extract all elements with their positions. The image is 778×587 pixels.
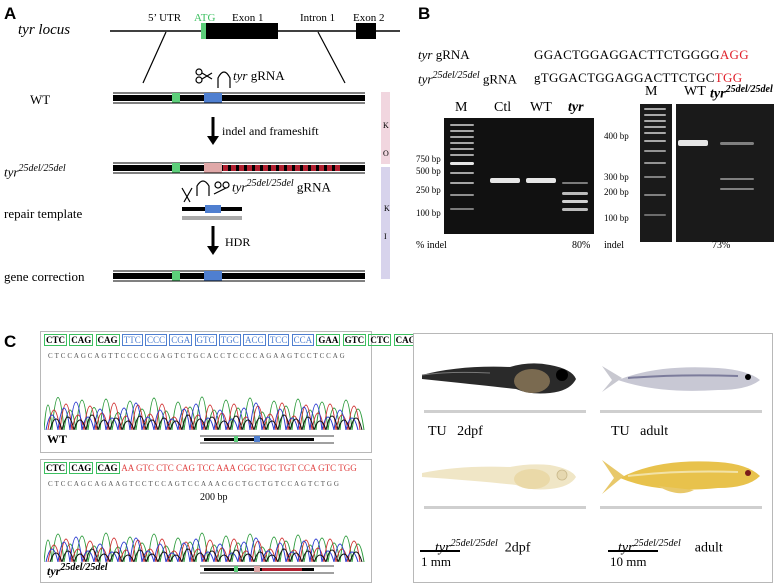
mut-base-calls: CTCCAGCAGAAGTCCTCCAGTCCAAACGCTGCTGTCCAGT… <box>48 480 341 488</box>
panel-letter-b: B <box>418 4 431 23</box>
gel1-marker-250: 250 bp <box>416 185 441 195</box>
gel1-lane-tyr: tyr <box>568 100 584 115</box>
tu-larva-image <box>421 363 576 394</box>
scissors-icon-2 <box>181 180 230 203</box>
chromatogram-mut-box <box>40 459 372 583</box>
repair-template-label: repair template <box>4 206 83 221</box>
gel1-marker-100: 100 bp <box>416 208 441 218</box>
locus-label: tyr locus <box>18 22 71 38</box>
wt-boxed-sequence: CTC CAG CAG TTC CCC CGA GTC TGC ACC TCC … <box>44 334 418 346</box>
wt-base-calls: CTCCAGCAGTTCCCCCGAGTCTGCACCTCCCCAGAAGTCC… <box>48 352 347 360</box>
mutant-grna-label: tyr25del/25del gRNA <box>232 178 331 195</box>
divider-2 <box>600 410 762 413</box>
mut-boxed-sequence: CTC CAG CAG AA GTC CTC CAG TCC AAA CGC T… <box>44 462 357 474</box>
wt-chromatogram <box>44 396 365 430</box>
panel-a-diagram <box>110 23 400 282</box>
scale-bar-2 <box>608 550 658 552</box>
bp-label: 200 bp <box>200 492 228 503</box>
gel1-lane-ctl: Ctl <box>494 100 512 115</box>
wt-chromatogram-label: WT <box>47 432 68 446</box>
gel1-lane-m: M <box>455 100 468 115</box>
step-hdr: HDR <box>225 235 251 249</box>
gel2-marker-400: 400 bp <box>604 131 629 141</box>
gel2-indel-value: 73% <box>712 240 731 251</box>
gel2-image <box>640 104 774 242</box>
tyr-grna-label: tyr gRNA <box>233 68 285 83</box>
gel1-marker-750: 750 bp <box>416 154 441 164</box>
gene-correction-label: gene correction <box>4 269 85 284</box>
mutant-adult-image <box>602 460 760 494</box>
step-indel: indel and frameshift <box>222 124 319 138</box>
wt-dna <box>113 92 365 104</box>
scale-label-2: 10 mm <box>610 554 647 569</box>
divider-1 <box>424 410 586 413</box>
divider-3 <box>424 506 586 509</box>
intron1-label: Intron 1 <box>300 12 336 24</box>
gel1-lane-wt: WT <box>530 100 552 115</box>
gel1-marker-500: 500 bp <box>416 166 441 176</box>
mut-grna-seq-label: tyr25del/25del gRNA <box>418 70 517 87</box>
mutant-gene-map <box>200 565 334 574</box>
gel2-marker-100: 100 bp <box>604 213 629 223</box>
wt-label: WT <box>30 92 51 107</box>
wt-gene-map <box>200 435 334 444</box>
divider-4 <box>600 506 762 509</box>
mutant-label: tyr25del/25del <box>4 163 66 180</box>
grna-sequence: GGACTGGAGGACTTCTGGGGAGG <box>534 47 749 62</box>
atg-label: ATG <box>194 12 216 24</box>
gel1-image <box>444 118 594 234</box>
panel-letter-c: C <box>4 332 17 351</box>
utr-label: 5’ UTR <box>148 12 182 24</box>
repair-template <box>182 205 242 220</box>
grna-seq-label: tyr gRNA <box>418 47 470 62</box>
tu-adult-label: TU adult <box>611 424 669 439</box>
scissors-icon <box>195 68 231 88</box>
mutant-chromatogram-label: tyr25del/25del <box>47 562 108 578</box>
tu-adult-image <box>602 366 760 392</box>
gel2-indel-label: indel <box>604 240 624 251</box>
gel2-marker-300: 300 bp <box>604 172 629 182</box>
exon2-label: Exon 2 <box>353 12 385 24</box>
mutant-larva-image <box>422 464 576 490</box>
gel1-indel-label: % indel <box>416 240 447 251</box>
gel2-lane-m: M <box>645 84 658 99</box>
gel2-lane-mut: tyr25del/25del <box>710 84 773 102</box>
frameshift-stripes <box>223 165 340 171</box>
gel2-marker-200: 200 bp <box>604 187 629 197</box>
scale-bar-1 <box>420 550 460 552</box>
exon1-label: Exon 1 <box>232 12 264 24</box>
mutant-chromatogram <box>44 532 365 562</box>
gel1-indel-value: 80% <box>572 240 591 251</box>
mut-grna-sequence: gTGGACTGGAGGACTTCTGCTGG <box>534 70 743 85</box>
chromatogram-wt-box <box>40 331 372 453</box>
corrected-dna <box>113 270 365 282</box>
gel2-lane-wt: WT <box>684 84 706 99</box>
scale-label-1: 1 mm <box>421 554 451 569</box>
tu-2dpf-label: TU 2dpf <box>428 424 483 439</box>
panel-letter-a: A <box>4 4 17 23</box>
